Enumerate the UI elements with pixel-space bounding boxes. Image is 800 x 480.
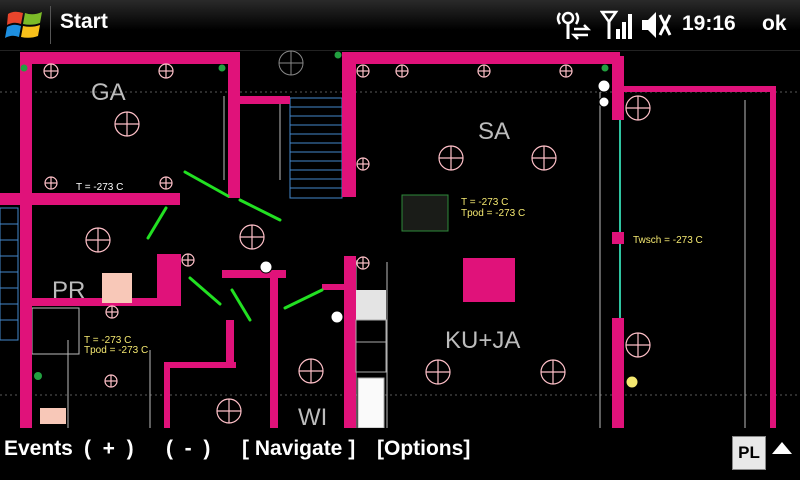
ok-button[interactable]: ok	[762, 12, 787, 35]
walls	[0, 52, 776, 428]
dining-table[interactable]	[463, 258, 515, 302]
doors[interactable]	[146, 170, 324, 322]
pr-device[interactable]	[102, 273, 132, 303]
options-menu[interactable]: [Options]	[377, 437, 471, 460]
navigate-menu[interactable]: [ Navigate ]	[242, 437, 356, 460]
zoom-in-button[interactable]: ( + )	[84, 437, 134, 460]
pr-temperature: T = -273 C	[84, 335, 131, 346]
title-bar: Start 19:16 ok	[0, 0, 800, 51]
app-title: Start	[60, 10, 108, 33]
pr-floor-temperature: Tpod = -273 C	[84, 345, 148, 356]
connectivity-icon[interactable]	[556, 9, 592, 41]
menu-bar: Events ( + ) ( - ) [ Navigate ] [Options…	[0, 428, 800, 480]
input-language-button[interactable]: PL	[732, 436, 766, 470]
volume-muted-icon[interactable]	[640, 9, 672, 41]
green-dots	[20, 51, 609, 380]
room-label-wi: WI	[298, 404, 327, 428]
light-fixtures[interactable]	[43, 63, 651, 424]
ceiling-fixture	[278, 50, 304, 76]
ga-temperature: T = -273 C	[76, 182, 123, 193]
windows-start-icon[interactable]	[4, 4, 46, 46]
kitchen-appliances[interactable]	[355, 290, 387, 428]
cabinet	[31, 307, 80, 355]
input-panel-arrow-icon[interactable]	[772, 442, 792, 454]
title-divider	[50, 6, 51, 44]
floor-plan[interactable]: GA SA PR KU+JA WI T = -273 C T = -273 C …	[0, 50, 800, 428]
stairs[interactable]	[289, 97, 343, 199]
room-label-ga: GA	[91, 79, 126, 106]
room-label-sa: SA	[478, 118, 510, 145]
sensors[interactable]	[259, 79, 639, 389]
sa-temperature: T = -273 C	[461, 197, 508, 208]
pr-device-lower[interactable]	[40, 408, 66, 424]
sa-sensor-box[interactable]	[401, 194, 449, 232]
water-temperature: Twsch = -273 C	[633, 235, 703, 246]
left-stairs	[0, 207, 19, 341]
signal-strength-icon[interactable]	[600, 9, 634, 41]
events-menu[interactable]: Events	[4, 437, 73, 460]
room-label-kuja: KU+JA	[445, 327, 520, 354]
room-label-pr: PR	[52, 277, 85, 304]
clock[interactable]: 19:16	[682, 12, 736, 35]
zoom-out-button[interactable]: ( - )	[166, 437, 211, 460]
thin-wall-lines	[31, 92, 746, 428]
sa-floor-temperature: Tpod = -273 C	[461, 208, 525, 219]
